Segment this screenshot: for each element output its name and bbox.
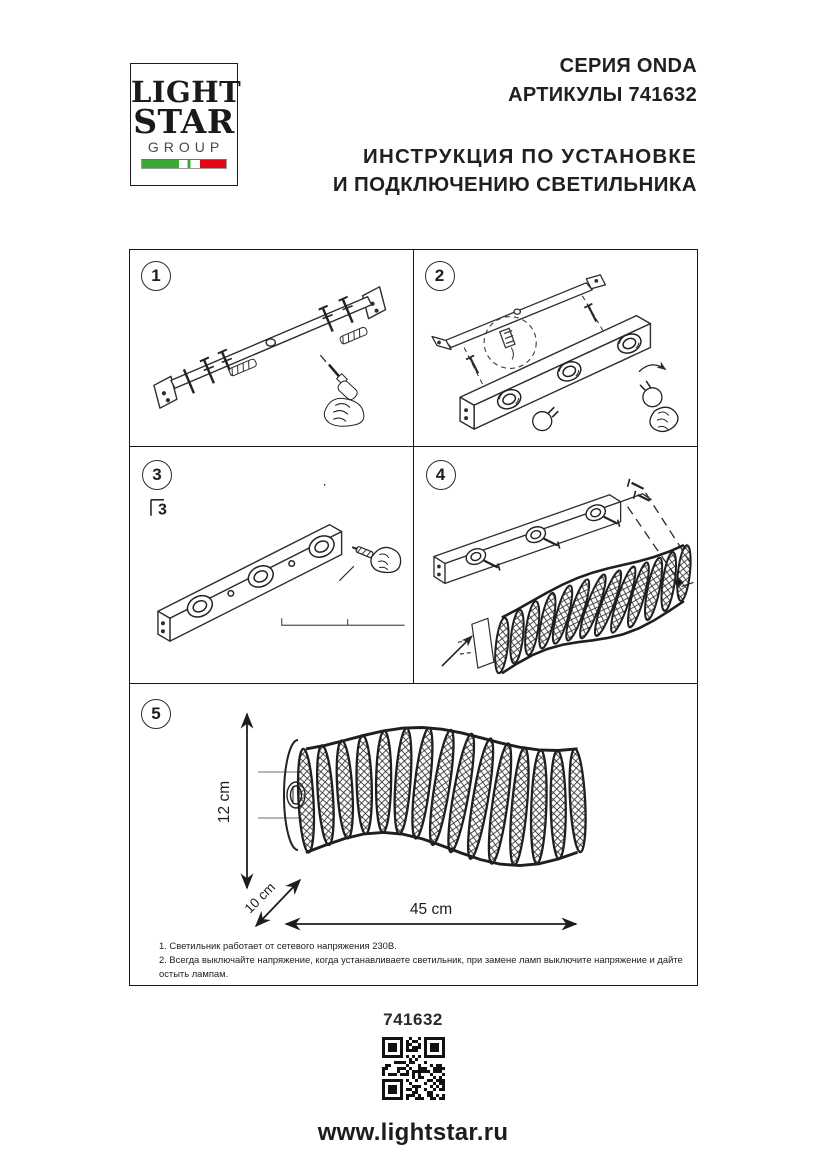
- step-panel-2: 2: [413, 250, 697, 447]
- logo-word-light: LIGHT: [131, 75, 242, 109]
- footer-website: www.lightstar.ru: [317, 1119, 509, 1146]
- step-panel-1: 1: [130, 250, 414, 447]
- safety-notes: 1. Светильник работает от сетевого напря…: [159, 939, 687, 981]
- qr-code: [382, 1037, 445, 1100]
- instruction-title-line1: ИНСТРУКЦИЯ ПО УСТАНОВКЕ: [363, 145, 697, 168]
- dimension-length: 45 cm: [284, 901, 578, 931]
- dimension-length-label: 45 cm: [410, 901, 452, 918]
- instruction-title-line2: И ПОДКЛЮЧЕНИЮ СВЕТИЛЬНИКА: [332, 172, 697, 196]
- italy-flag-bar: [141, 158, 227, 169]
- series-title: СЕРИЯ ONDA: [559, 55, 697, 77]
- dimension-height: 12 cm: [216, 712, 254, 890]
- step-number-badge: 2: [424, 261, 455, 291]
- document-header: СЕРИЯ ONDA АРТИКУЛЫ 741632 ИНСТРУКЦИЯ ПО…: [333, 52, 697, 198]
- crystal-wave-shade: [296, 726, 587, 868]
- step-number: 3: [152, 465, 162, 484]
- lightstar-logo: LIGHT STAR GROUP: [130, 63, 242, 186]
- step-number-badge: 5: [141, 699, 171, 729]
- step-number: 4: [435, 465, 446, 484]
- step4-shade-attach-illustration: [432, 478, 694, 675]
- step-number: 5: [151, 704, 161, 723]
- note-line: 1. Светильник работает от сетевого напря…: [159, 940, 397, 951]
- step-number: 2: [434, 266, 445, 285]
- step5-dimension-diagram: 12 cm 10 cm 45 cm: [216, 712, 587, 931]
- step3-bulb-install-illustration: 3: [150, 483, 405, 642]
- article-title: АРТИКУЛЫ 741632: [508, 84, 697, 106]
- step-number-badge: 1: [141, 261, 171, 291]
- dimension-height-label: 12 cm: [216, 781, 233, 823]
- step-number-badge: 3: [142, 460, 172, 490]
- step-panel-5-dimensions: 5 12 cm: [130, 684, 697, 983]
- step2-body-and-bulbs-illustration: [430, 274, 679, 433]
- panel3-count-mark: 3: [158, 502, 167, 519]
- dimension-depth: 10 cm: [242, 878, 302, 928]
- logo-word-star: STAR: [133, 102, 235, 141]
- step-number-badge: 4: [425, 460, 456, 490]
- step-panel-3: 3 3: [130, 447, 414, 684]
- note-line: 2. Всегда выключайте напряжение, когда у…: [159, 954, 683, 980]
- step-number: 1: [151, 266, 161, 285]
- logo-word-group: GROUP: [147, 139, 225, 156]
- step-panel-4: 4: [413, 447, 697, 684]
- crystal-wave-shade: [493, 543, 692, 675]
- step1-bracket-mounting-illustration: [153, 286, 387, 427]
- qr-code-image: [382, 1037, 445, 1100]
- footer-article-number: 741632: [383, 1010, 443, 1029]
- instruction-steps-grid: 1: [129, 249, 698, 986]
